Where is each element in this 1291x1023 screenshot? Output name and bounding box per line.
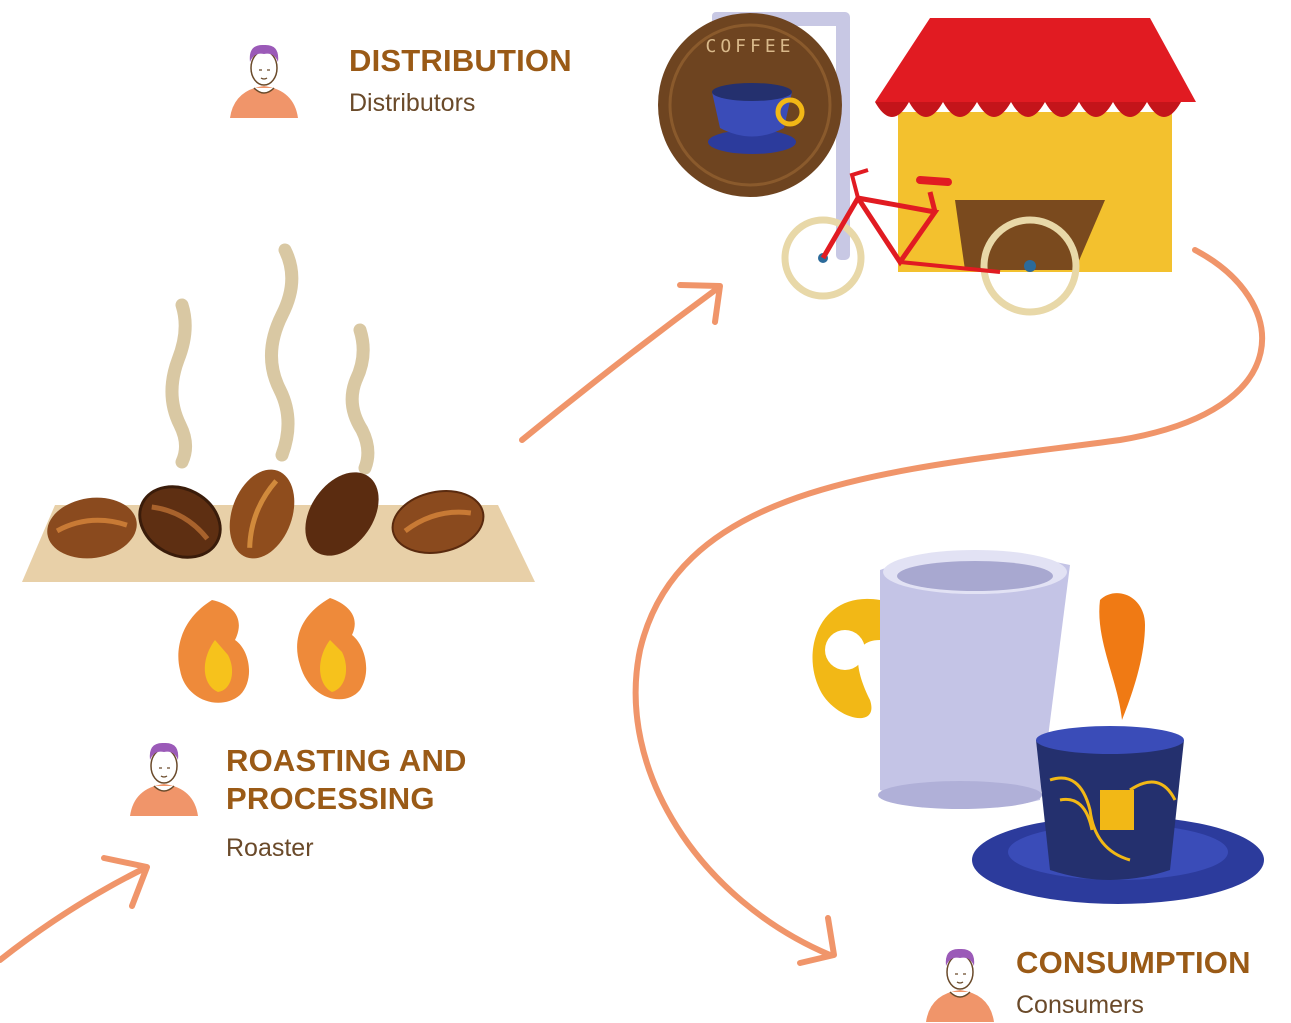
roasting-title: ROASTING AND PROCESSING: [226, 742, 467, 818]
consumption-actor: Consumers: [1016, 991, 1144, 1019]
coffee-cart-illustration: COFFEE: [658, 12, 1196, 316]
bicycle-icon: [781, 168, 1080, 316]
awning-icon: [875, 18, 1196, 117]
distribution-actor: Distributors: [349, 89, 476, 117]
coffee-beans-icon: [47, 469, 485, 559]
coffee-cups-illustration: [812, 550, 1264, 904]
arrow-distribution-to-consumption: [632, 247, 1266, 966]
roasting-title-line: ROASTING AND: [226, 743, 467, 778]
person-avatar-icon: [230, 44, 298, 118]
consumption-stage: CONSUMPTION Consumers: [924, 940, 1284, 1022]
coffee-drop-icon: [1099, 593, 1145, 720]
mug-icon: [812, 550, 1070, 809]
consumption-title: CONSUMPTION: [1016, 945, 1251, 980]
person-avatar-icon: [130, 742, 198, 816]
distribution-stage: DISTRIBUTION Distributors: [228, 40, 608, 130]
person-avatar-icon: [926, 948, 994, 1022]
flame-icon: [178, 598, 367, 703]
flow-arrows: [0, 247, 1266, 966]
cart-panel: [955, 200, 1105, 270]
roasting-actor: Roaster: [226, 834, 314, 862]
roasting-title-line: PROCESSING: [226, 781, 435, 816]
coffee-sign-icon: COFFEE: [658, 13, 842, 197]
coffee-sign-text: COFFEE: [705, 36, 794, 57]
cup-icon: [1036, 726, 1184, 880]
roasting-illustration: [22, 243, 535, 703]
arrow-roasting-to-distribution: [519, 282, 723, 443]
arrow-into-roasting: [0, 855, 150, 963]
roasting-stage: ROASTING AND PROCESSING Roaster: [128, 738, 508, 878]
steam-icon: [165, 243, 375, 475]
distribution-title: DISTRIBUTION: [349, 43, 572, 78]
